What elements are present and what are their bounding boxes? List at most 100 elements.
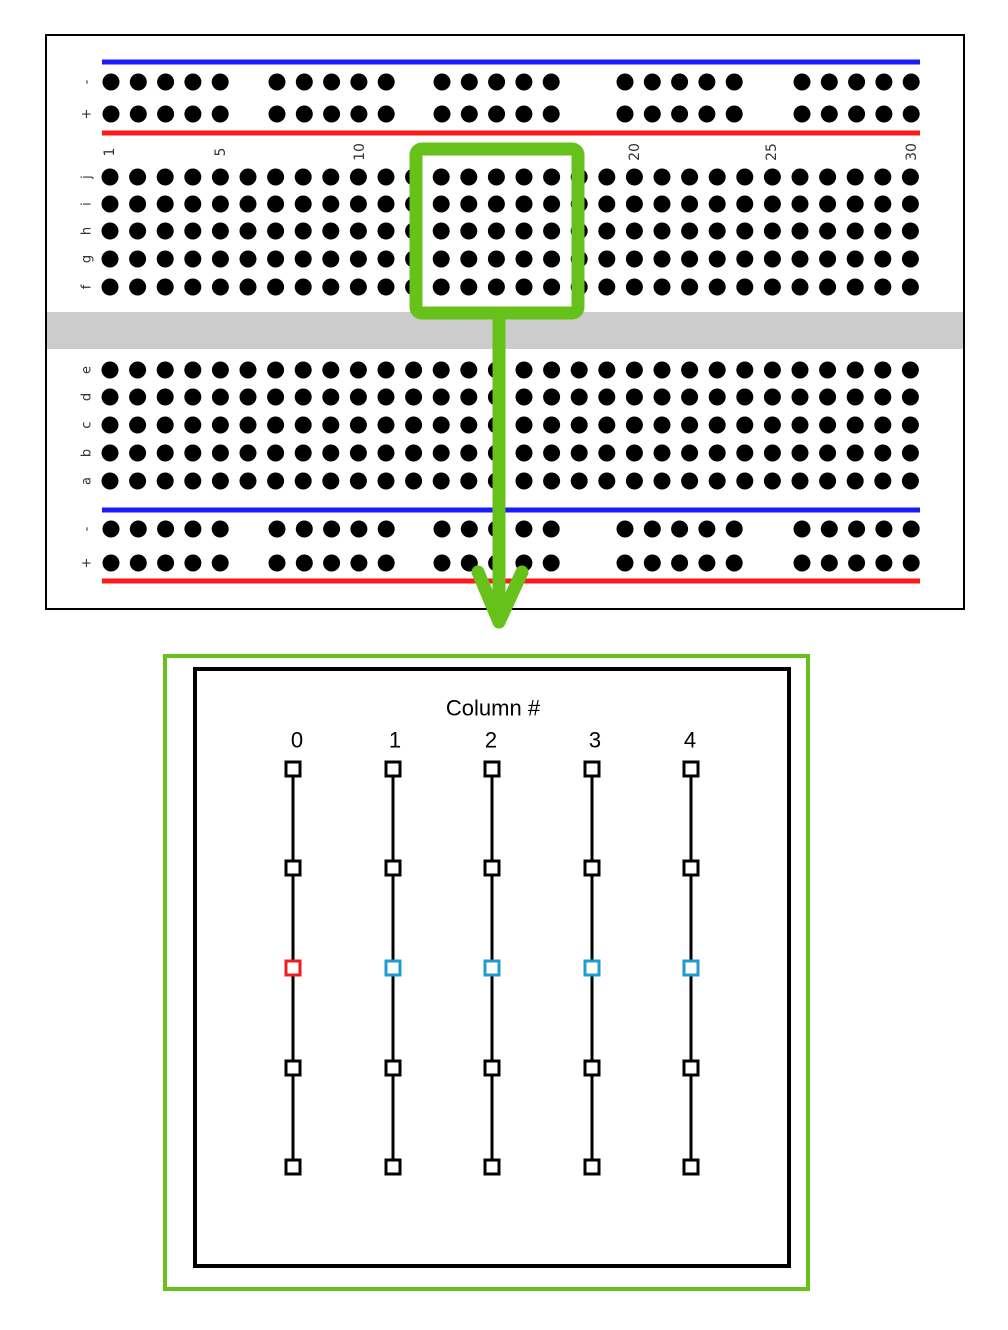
hole-e-18 — [570, 361, 588, 379]
rail-hole-top-plus-14 — [515, 105, 533, 123]
hole-h-17 — [543, 222, 561, 240]
hole-g-9 — [322, 250, 340, 268]
hole-c-21 — [653, 416, 671, 434]
hole-i-30 — [901, 195, 919, 213]
hole-h-7 — [267, 222, 285, 240]
hole-d-14 — [460, 388, 478, 406]
rail-hole-bottom-minus-14 — [515, 520, 533, 538]
hole-b-4 — [184, 444, 202, 462]
hole-b-13 — [432, 444, 450, 462]
hole-g-30 — [901, 250, 919, 268]
zoom-node-0-4 — [284, 1158, 302, 1176]
hole-j-10 — [349, 168, 367, 186]
hole-c-20 — [625, 416, 643, 434]
hole-c-2 — [129, 416, 147, 434]
zoom-node-1-1 — [384, 859, 402, 877]
hole-g-19 — [598, 250, 616, 268]
hole-c-28 — [846, 416, 864, 434]
hole-f-6 — [239, 278, 257, 296]
hole-i-20 — [625, 195, 643, 213]
zoom-node-3-2 — [583, 959, 601, 977]
hole-i-2 — [129, 195, 147, 213]
rail-hole-bottom-plus-5 — [211, 554, 229, 572]
rail-hole-top-plus-25 — [902, 105, 920, 123]
hole-h-1 — [101, 222, 119, 240]
hole-b-10 — [349, 444, 367, 462]
rail-hole-bottom-minus-20 — [725, 520, 743, 538]
rail-hole-top-minus-18 — [671, 73, 689, 91]
hole-a-21 — [653, 472, 671, 490]
hole-j-4 — [184, 168, 202, 186]
hole-g-14 — [460, 250, 478, 268]
rail-hole-bottom-minus-12 — [460, 520, 478, 538]
hole-b-6 — [239, 444, 257, 462]
hole-f-3 — [156, 278, 174, 296]
hole-b-2 — [129, 444, 147, 462]
hole-g-20 — [625, 250, 643, 268]
hole-a-12 — [405, 472, 423, 490]
hole-b-5 — [211, 444, 229, 462]
rail-hole-top-minus-3 — [157, 73, 175, 91]
zoom-node-0-0 — [284, 760, 302, 778]
hole-j-15 — [487, 168, 505, 186]
hole-i-29 — [874, 195, 892, 213]
hole-f-8 — [294, 278, 312, 296]
hole-h-23 — [708, 222, 726, 240]
rail-hole-top-plus-18 — [671, 105, 689, 123]
hole-e-13 — [432, 361, 450, 379]
hole-d-4 — [184, 388, 202, 406]
rail-hole-bottom-plus-18 — [671, 554, 689, 572]
rail-hole-bottom-minus-3 — [157, 520, 175, 538]
hole-j-24 — [736, 168, 754, 186]
hole-f-11 — [377, 278, 395, 296]
hole-f-5 — [211, 278, 229, 296]
hole-i-28 — [846, 195, 864, 213]
hole-j-11 — [377, 168, 395, 186]
hole-j-5 — [211, 168, 229, 186]
hole-j-22 — [681, 168, 699, 186]
rail-hole-bottom-plus-2 — [129, 554, 147, 572]
hole-g-15 — [487, 250, 505, 268]
hole-d-12 — [405, 388, 423, 406]
hole-j-6 — [239, 168, 257, 186]
hole-e-17 — [543, 361, 561, 379]
rail-hole-bottom-plus-15 — [542, 554, 560, 572]
hole-h-15 — [487, 222, 505, 240]
hole-c-1 — [101, 416, 119, 434]
zoom-node-2-2 — [483, 959, 501, 977]
hole-e-9 — [322, 361, 340, 379]
hole-h-16 — [515, 222, 533, 240]
hole-d-5 — [211, 388, 229, 406]
hole-b-30 — [901, 444, 919, 462]
rail-hole-bottom-plus-12 — [460, 554, 478, 572]
hole-c-16 — [515, 416, 533, 434]
hole-b-3 — [156, 444, 174, 462]
hole-b-14 — [460, 444, 478, 462]
zoom-node-4-3 — [682, 1059, 700, 1077]
hole-g-27 — [819, 250, 837, 268]
column-number-10: 10 — [352, 143, 368, 161]
hole-e-23 — [708, 361, 726, 379]
rail-hole-top-plus-11 — [433, 105, 451, 123]
column-number-1: 1 — [102, 148, 118, 157]
rail-hole-top-plus-9 — [350, 105, 368, 123]
breadboard-holes — [101, 73, 920, 572]
hole-f-24 — [736, 278, 754, 296]
rail-hole-top-minus-24 — [875, 73, 893, 91]
row-label-a: a — [80, 477, 95, 485]
rail-hole-top-minus-2 — [129, 73, 147, 91]
highlight-arrow-head — [471, 565, 529, 629]
zoom-title: Column # — [446, 696, 541, 721]
hole-b-12 — [405, 444, 423, 462]
rail-hole-top-minus-4 — [184, 73, 202, 91]
hole-e-30 — [901, 361, 919, 379]
row-label-c: c — [80, 421, 95, 428]
hole-d-13 — [432, 388, 450, 406]
hole-j-23 — [708, 168, 726, 186]
rail-hole-bottom-plus-3 — [157, 554, 175, 572]
hole-c-22 — [681, 416, 699, 434]
hole-c-23 — [708, 416, 726, 434]
hole-c-5 — [211, 416, 229, 434]
hole-a-10 — [349, 472, 367, 490]
hole-c-27 — [819, 416, 837, 434]
